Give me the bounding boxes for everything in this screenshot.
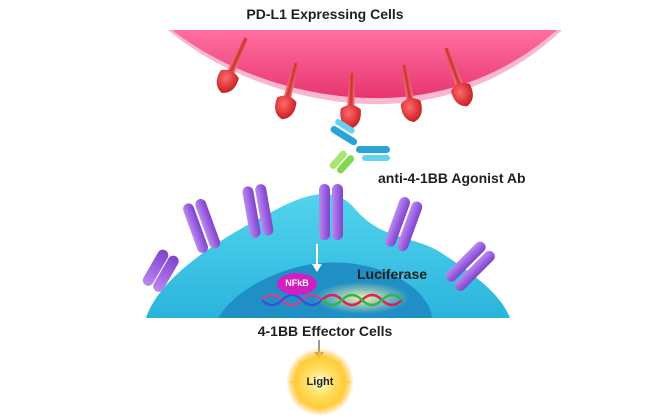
receptors-4-1bb bbox=[142, 184, 495, 292]
nfkb-label: NFkB bbox=[285, 278, 309, 288]
effector-cell-body bbox=[146, 194, 510, 318]
light-burst bbox=[286, 348, 354, 416]
receptor-4-1bb bbox=[385, 197, 423, 252]
nfkb-transcription-factor bbox=[277, 273, 317, 295]
receptor-4-1bb bbox=[142, 249, 179, 292]
luciferase-label: Luciferase bbox=[357, 266, 428, 282]
pdl1-receptors bbox=[216, 37, 473, 129]
dna-helix bbox=[261, 282, 410, 314]
pdl1-cell bbox=[168, 30, 562, 105]
effector-cells-title: 4-1BB Effector Cells bbox=[257, 323, 393, 339]
receptor-4-1bb bbox=[319, 184, 343, 240]
agonist-antibody bbox=[329, 119, 390, 174]
light-label: Light bbox=[306, 376, 334, 388]
pdl1-cells-title: PD-L1 Expressing Cells bbox=[246, 6, 404, 22]
pdl1-receptor bbox=[340, 72, 361, 129]
pdl1-receptor bbox=[444, 47, 473, 107]
signal-arrow bbox=[312, 244, 322, 272]
receptor-4-1bb bbox=[445, 241, 495, 291]
luciferase-glow bbox=[314, 282, 410, 314]
pdl1-receptor bbox=[400, 64, 422, 123]
pdl1-receptor bbox=[275, 62, 298, 120]
pdl1-receptor bbox=[216, 37, 248, 93]
receptor-4-1bb bbox=[183, 198, 221, 253]
receptor-4-1bb bbox=[242, 184, 274, 238]
antibody-label: anti-4-1BB Agonist Ab bbox=[378, 170, 526, 186]
